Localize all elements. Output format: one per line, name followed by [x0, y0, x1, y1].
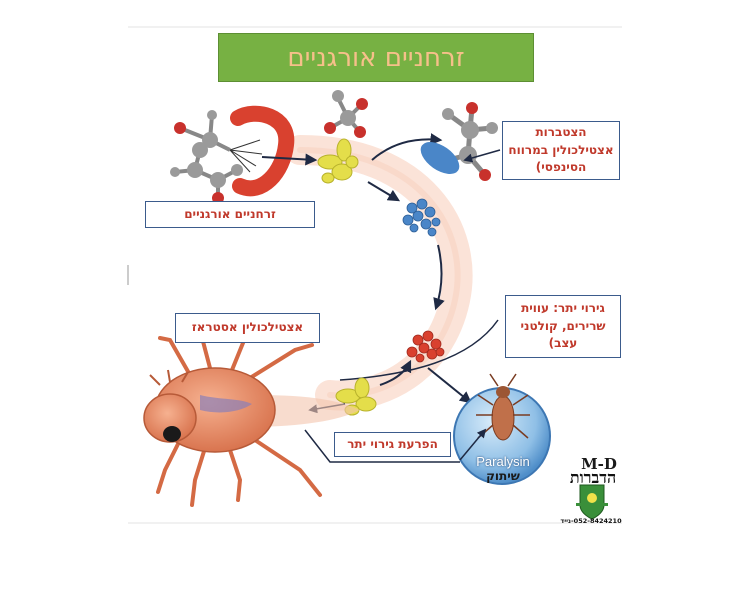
- logo-initials: M-D: [581, 455, 617, 473]
- yellow-enzyme-bottom: [335, 377, 377, 416]
- label-acetylcholinesterase: אצטילכולין אסטראז: [175, 313, 320, 343]
- logo-phone: 052-8424210-נייד: [560, 517, 622, 525]
- red-receptor-cluster: [406, 330, 445, 363]
- company-logo-emblem: [576, 484, 608, 520]
- mite-illustration: [143, 320, 360, 507]
- acetylcholine-molecule-top: [324, 90, 368, 138]
- label-excess-stimulation: גירוי יתר: עווית שרירים, קולטני עצב): [505, 295, 621, 358]
- paralysis-bubble: [453, 373, 551, 485]
- accumulated-molecule: [420, 102, 498, 181]
- label-stimulation-disruption: הפרעת גירוי יתר: [334, 432, 451, 457]
- organophosphate-molecule: [170, 110, 246, 204]
- label-organophosphates: זרחניים אורגניים: [145, 201, 315, 228]
- logo-company-name: הדברות: [569, 468, 617, 487]
- page-title: זרחניים אורגניים: [218, 33, 534, 82]
- paralysis-hebrew-label: שיתוק: [486, 469, 520, 483]
- blue-receptor-cluster: [402, 198, 441, 237]
- label-acetylcholine-accumulation: הצטברות אצטילכולין במרווח הסינפסי): [502, 121, 620, 180]
- enzyme-ribbon: [230, 105, 295, 197]
- yellow-enzyme-top: [317, 138, 359, 184]
- paralysis-english-label: Paralysin: [476, 454, 530, 469]
